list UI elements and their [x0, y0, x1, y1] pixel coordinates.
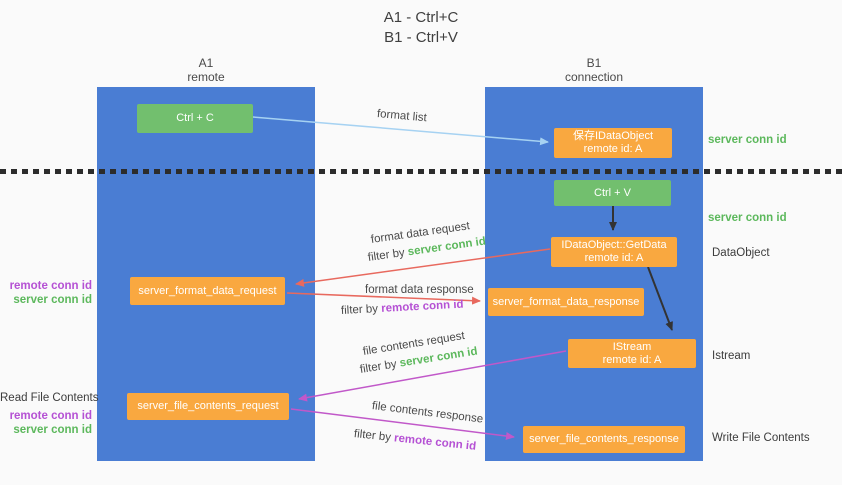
node-istream: IStream remote id: A — [568, 339, 696, 368]
node-idataobject-getdata: IDataObject::GetData remote id: A — [551, 237, 677, 267]
filter-remote-conn-id-text: remote conn id — [393, 432, 477, 453]
filter-by-text: filter by — [353, 428, 392, 444]
node-getdata-line2: remote id: A — [584, 252, 644, 264]
left-label-server-conn-id-2: server conn id — [13, 424, 92, 436]
right-label-istream: Istream — [712, 350, 751, 362]
node-ctrl-c: Ctrl + C — [137, 104, 253, 133]
filter-by-text: filter by — [340, 303, 379, 317]
right-label-write-file-contents: Write File Contents — [712, 432, 810, 444]
phase-separator-line — [0, 169, 842, 174]
left-label-read-file-contents: Read File Contents — [0, 392, 99, 404]
node-format-response-label: server_format_data_response — [492, 295, 640, 308]
right-label-server-conn-id-2: server conn id — [708, 212, 787, 224]
node-file-request-label: server_file_contents_request — [137, 400, 279, 412]
column-a-name: A1 — [198, 56, 214, 70]
filter-by-text: filter by — [359, 358, 398, 376]
left-label-server-conn-id-1: server conn id — [13, 294, 92, 306]
arrow-label-filter-by-remote-1: filter by remote conn id — [341, 299, 464, 317]
arrow-label-file-contents-response: file contents response — [371, 400, 484, 426]
node-ctrl-v: Ctrl + V — [554, 180, 671, 206]
left-label-remote-conn-id-2: remote conn id — [9, 410, 92, 422]
node-save-idataobject-line2: remote id: A — [583, 143, 643, 155]
arrow-label-filter-by-remote-2: filter by remote conn id — [353, 428, 476, 453]
node-file-response-label: server_file_contents_response — [529, 433, 679, 445]
left-label-group-file: remote conn id server conn id — [0, 409, 92, 437]
node-server-format-data-request: server_format_data_request — [130, 277, 285, 305]
node-server-file-contents-request: server_file_contents_request — [127, 393, 289, 420]
column-b-subtitle: connection — [564, 70, 624, 84]
filter-remote-conn-id-text: remote conn id — [380, 298, 464, 315]
node-istream-line1: IStream — [612, 340, 652, 353]
column-a-header: A1 remote — [97, 56, 315, 84]
arrow-label-format-list: format list — [376, 108, 428, 125]
right-label-dataobject: DataObject — [712, 247, 770, 259]
node-ctrl-c-label: Ctrl + C — [176, 112, 214, 124]
node-ctrl-v-label: Ctrl + V — [594, 186, 631, 199]
arrow-label-format-data-response: format data response — [365, 284, 474, 296]
column-b-header: B1 connection — [485, 56, 703, 84]
title-line-1: A1 - Ctrl+C — [383, 9, 459, 26]
column-b-name: B1 — [586, 56, 602, 70]
node-server-format-data-response: server_format_data_response — [488, 288, 644, 316]
node-server-file-contents-response: server_file_contents_response — [523, 426, 685, 453]
node-save-idataobject: 保存IDataObject remote id: A — [554, 128, 672, 158]
diagram-title: A1 - Ctrl+C B1 - Ctrl+V — [0, 8, 842, 48]
node-istream-line2: remote id: A — [602, 353, 662, 366]
node-format-request-label: server_format_data_request — [138, 284, 277, 297]
title-line-2: B1 - Ctrl+V — [384, 29, 458, 46]
left-label-group-format: remote conn id server conn id — [0, 279, 92, 307]
node-getdata-line1: IDataObject::GetData — [561, 239, 667, 251]
left-label-remote-conn-id-1: remote conn id — [9, 280, 92, 292]
column-a-subtitle: remote — [187, 70, 225, 84]
filter-by-text: filter by — [367, 246, 406, 264]
node-save-idataobject-line1: 保存IDataObject — [572, 130, 654, 142]
right-label-server-conn-id-1: server conn id — [708, 134, 787, 146]
